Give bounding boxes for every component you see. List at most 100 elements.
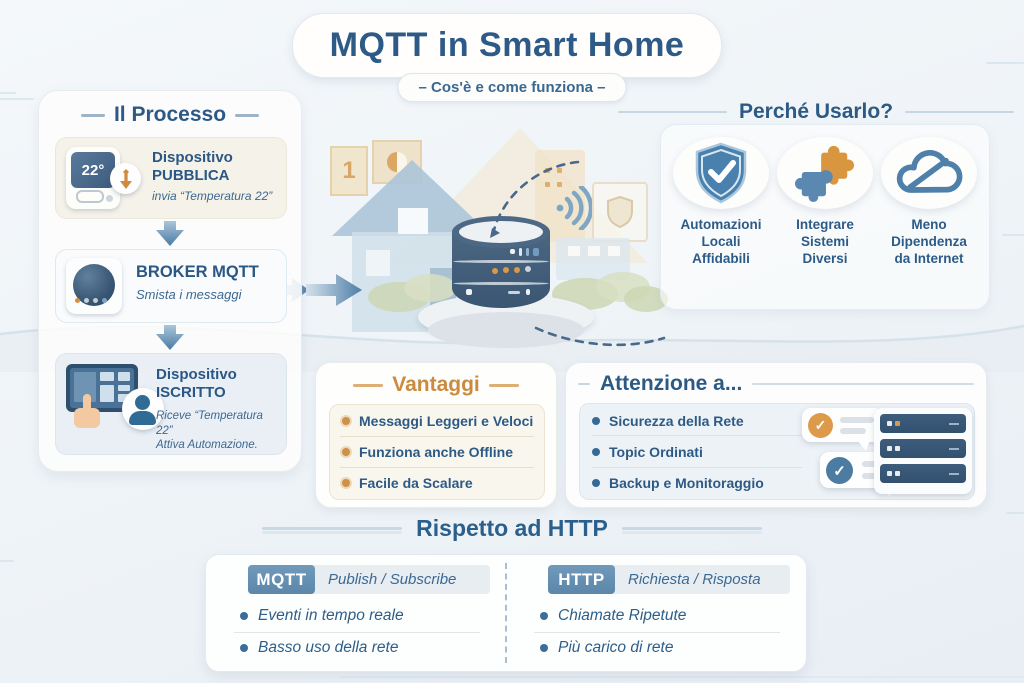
list-item-label: Topic Ordinati [609, 443, 703, 460]
step-title: Dispositivo PUBBLICA [152, 149, 233, 185]
why-item-integration: Integrare Sistemi Diversi [773, 137, 877, 309]
dashed-flow-arc-bottom [534, 326, 666, 347]
advantages-list: Messaggi Leggeri e Veloci Funziona anche… [329, 404, 545, 500]
flow-arrow-down-icon [156, 221, 184, 246]
advantages-panel: Vantaggi Messaggi Leggeri e Veloci Funzi… [315, 362, 557, 508]
shield-check-icon [673, 137, 769, 209]
thermostat-reading: 22° [71, 152, 115, 188]
step-title: BROKER MQTT [136, 263, 259, 281]
list-item-label: Più carico di rete [558, 639, 674, 656]
cautions-heading-label: Attenzione a... [600, 372, 743, 395]
list-item: Messaggi Leggeri e Veloci [330, 405, 544, 436]
page-subtitle: – Cos'è e come funziona – [418, 79, 606, 96]
list-item-label: Funziona anche Offline [359, 443, 514, 460]
bullet-icon [540, 644, 548, 652]
step-publisher-card: 22° Dispositivo PUBBLICA invia “Temperat… [55, 137, 287, 219]
smart-speaker-icon [66, 258, 122, 314]
step-desc: Smista i messaggi [136, 287, 242, 303]
step-subscriber-card: Dispositivo ISCRITTO Riceve “Temperatura… [55, 353, 287, 455]
edge-line [0, 560, 14, 562]
why-item-label: Automazioni Locali Affidabili [680, 217, 762, 266]
step-desc: Riceve “Temperatura 22” Attiva Automazio… [156, 409, 263, 452]
dashed-divider [505, 563, 507, 663]
why-heading-label: Perché Usarlo? [738, 100, 894, 123]
wifi-icon [556, 186, 594, 230]
edge-line [1002, 234, 1024, 236]
http-model-label: Richiesta / Risposta [628, 571, 761, 588]
divider [534, 632, 780, 633]
list-item: Topic Ordinati [580, 436, 974, 467]
step-broker-card: BROKER MQTT Smista i messaggi [55, 249, 287, 323]
flow-arrow-down-icon [156, 325, 184, 350]
mqtt-broker-hub [452, 216, 550, 308]
comparison-heading: Rispetto ad HTTP [262, 515, 763, 542]
list-item-label: Messaggi Leggeri e Veloci [359, 412, 534, 429]
cloud-offline-icon [881, 137, 977, 209]
publish-arrow-icon [110, 163, 141, 194]
list-item: Chiamate Ripetute [532, 603, 686, 629]
advantages-heading: Vantaggi [316, 373, 556, 397]
bullet-icon [592, 478, 600, 487]
list-item-label: Basso uso della rete [258, 639, 399, 656]
why-panel: Automazioni Locali Affidabili Integrare … [660, 124, 990, 310]
list-item: Basso uso della rete [232, 635, 398, 661]
process-heading: Il Processo [39, 103, 301, 127]
house-window [366, 250, 390, 276]
bush [404, 274, 456, 302]
bullet-icon [240, 612, 248, 620]
step-desc: invia “Temperatura 22” [152, 188, 273, 203]
divider [592, 435, 802, 436]
edge-line [986, 62, 1024, 64]
subtitle-pill: – Cos'è e come funziona – [397, 73, 627, 102]
bullet-icon [342, 478, 350, 487]
edge-line [1006, 512, 1024, 514]
edge-line [0, 92, 16, 94]
mqtt-column: MQTT Publish / Subscribe Eventi in tempo… [218, 565, 494, 661]
list-item-label: Sicurezza della Rete [609, 412, 744, 429]
page-title: MQTT in Smart Home [329, 26, 685, 64]
process-heading-label: Il Processo [113, 103, 227, 126]
bullet-icon [342, 416, 350, 425]
process-panel: Il Processo 22° Dispositivo PUBBLICA inv… [38, 90, 302, 472]
bullet-icon [592, 447, 600, 456]
list-item: Sicurezza della Rete [580, 405, 974, 436]
edge-line [0, 98, 34, 100]
list-item-label: Chiamate Ripetute [558, 607, 687, 624]
message-bubble-icon: ✓ [802, 408, 884, 451]
advantages-heading-label: Vantaggi [392, 373, 480, 396]
framed-shield-icon [592, 182, 648, 242]
mqtt-badge: MQTT [248, 565, 315, 594]
cautions-heading: Attenzione a... [578, 372, 974, 396]
list-item: Eventi in tempo reale [232, 603, 404, 629]
list-item-label: Backup e Monitoraggio [609, 474, 764, 491]
bullet-icon [240, 644, 248, 652]
divider [234, 632, 480, 633]
why-item-independence: Meno Dipendenza da Internet [877, 137, 981, 309]
list-item: Funziona anche Offline [330, 436, 544, 467]
http-badge: HTTP [548, 565, 615, 594]
list-item-label: Eventi in tempo reale [258, 607, 404, 624]
hub-pedestal-base [428, 312, 584, 348]
house-roof-window [398, 208, 428, 234]
bullet-icon [592, 416, 600, 425]
bullet-icon [540, 612, 548, 620]
step-title: Dispositivo ISCRITTO [156, 366, 237, 402]
why-heading: Perché Usarlo? [618, 100, 1015, 124]
http-column: HTTP Richiesta / Risposta Chiamate Ripet… [518, 565, 794, 661]
comparison-heading-label: Rispetto ad HTTP [416, 515, 608, 541]
divider [340, 467, 534, 468]
divider [340, 436, 534, 437]
list-item: Facile da Scalare [330, 467, 544, 498]
cautions-list: Sicurezza della Rete Topic Ordinati Back… [579, 403, 975, 500]
puzzle-icon [777, 137, 873, 209]
dashboard-user-icon [56, 354, 164, 454]
dashed-flow-arc-top [490, 160, 580, 238]
edge-line [340, 676, 1024, 678]
why-item-label: Integrare Sistemi Diversi [796, 217, 854, 266]
cautions-panel: Attenzione a... Sicurezza della Rete Top… [565, 362, 987, 508]
list-item-label: Facile da Scalare [359, 474, 473, 491]
list-item: Più carico di rete [532, 635, 673, 661]
comparison-panel: MQTT Publish / Subscribe Eventi in tempo… [205, 554, 807, 672]
